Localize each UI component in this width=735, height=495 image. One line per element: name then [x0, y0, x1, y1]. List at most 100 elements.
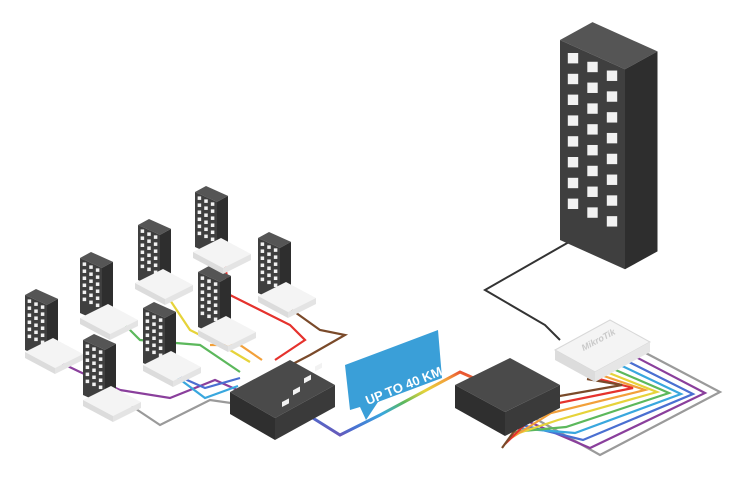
- building-window: [213, 289, 218, 293]
- building-window: [587, 103, 598, 114]
- building-window: [587, 61, 598, 73]
- building-window: [95, 289, 100, 293]
- building-window: [40, 319, 45, 323]
- building-window: [267, 273, 271, 278]
- building-window: [587, 82, 598, 93]
- building-window: [89, 279, 93, 283]
- building-window: [27, 334, 32, 339]
- buildings: [25, 22, 658, 405]
- building-window: [85, 365, 90, 370]
- building-window: [207, 286, 211, 290]
- building-window: [147, 246, 151, 250]
- switch-1: [25, 338, 83, 374]
- building-window: [587, 144, 598, 156]
- building-window: [197, 210, 202, 214]
- building-window: [98, 378, 103, 383]
- building-window: [98, 357, 103, 361]
- building-window: [210, 237, 215, 242]
- switches: [25, 238, 316, 422]
- building-window: [197, 203, 202, 207]
- building-window: [260, 277, 265, 282]
- building-window: [567, 94, 579, 105]
- building-window: [267, 245, 271, 249]
- building-window: [98, 385, 103, 390]
- building-window: [34, 330, 38, 335]
- building-window: [95, 303, 100, 308]
- building-window: [567, 198, 579, 209]
- building-window: [260, 249, 265, 253]
- building-window: [267, 266, 271, 271]
- building-window: [152, 329, 156, 333]
- building-window: [89, 265, 93, 269]
- right-switch: MikroTik: [553, 319, 652, 382]
- building-window: [98, 364, 103, 368]
- building-window: [27, 313, 32, 317]
- building-window: [145, 333, 150, 338]
- building-window: [140, 243, 145, 247]
- building-window: [158, 339, 163, 343]
- building-window: [89, 286, 93, 291]
- cable-brown: [284, 304, 349, 369]
- building-window: [153, 242, 158, 246]
- building-window: [158, 353, 163, 358]
- switch-7: [143, 351, 201, 387]
- building-window: [200, 297, 205, 302]
- building-window: [85, 351, 90, 355]
- building-window: [273, 255, 278, 259]
- building-window: [567, 157, 579, 168]
- building-window: [95, 268, 100, 272]
- building-window: [204, 206, 208, 210]
- building-window: [27, 306, 32, 310]
- building-window: [587, 207, 598, 218]
- building-window: [210, 216, 215, 220]
- building-window: [204, 234, 208, 239]
- building-window: [197, 217, 202, 222]
- building-window: [152, 336, 156, 341]
- building-window: [89, 272, 93, 276]
- building-window: [27, 299, 32, 303]
- uplink-cable: [483, 229, 591, 341]
- building-window: [200, 276, 205, 280]
- building-window: [27, 327, 32, 332]
- building-window: [40, 333, 45, 338]
- building-window: [34, 337, 38, 342]
- building-window: [273, 276, 278, 281]
- building-window: [82, 276, 87, 280]
- switch-8: [83, 386, 141, 422]
- cable-gray: [129, 398, 246, 427]
- cable-purple: [54, 359, 243, 400]
- building-window: [606, 112, 618, 123]
- building-window: [92, 375, 96, 380]
- building-window: [92, 354, 96, 358]
- building-window: [89, 293, 93, 298]
- building-window: [273, 248, 278, 252]
- building-window: [153, 270, 158, 275]
- building-window: [213, 296, 218, 300]
- building-window: [606, 70, 618, 81]
- building-window: [213, 317, 218, 322]
- building-window: [147, 253, 151, 258]
- building-window: [153, 235, 158, 239]
- building-window: [207, 293, 211, 297]
- building-window: [267, 252, 271, 256]
- building-window: [147, 232, 151, 236]
- left-mux: [230, 360, 335, 440]
- building-window: [145, 312, 150, 316]
- switch-5: [258, 282, 316, 318]
- building-window: [606, 153, 618, 165]
- building-window: [153, 249, 158, 253]
- building-window: [140, 257, 145, 262]
- building-window: [85, 358, 90, 362]
- building-window: [267, 259, 271, 263]
- building-window: [95, 282, 100, 286]
- building-window: [82, 283, 87, 288]
- building-window: [85, 372, 90, 377]
- building-window: [273, 262, 278, 266]
- building-window: [204, 227, 208, 232]
- building-window: [204, 213, 208, 217]
- building-window: [207, 307, 211, 312]
- building-window: [40, 340, 45, 345]
- building-window: [153, 256, 158, 260]
- building-window: [260, 242, 265, 246]
- building-window: [92, 361, 96, 365]
